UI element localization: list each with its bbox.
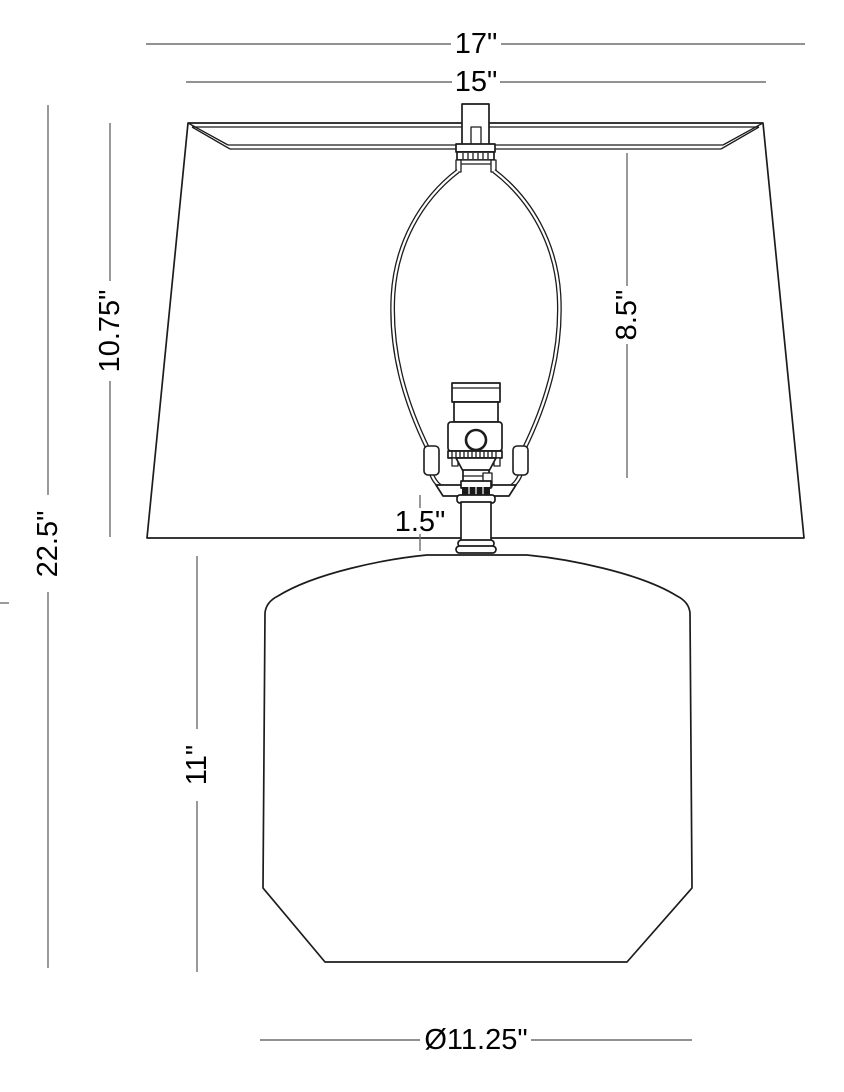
lamp-body — [262, 554, 693, 963]
body-outline — [262, 554, 693, 963]
socket-assembly — [435, 382, 517, 497]
lamp-shade — [146, 122, 805, 539]
harp-channel-bottom-bar — [456, 159, 495, 165]
harp-saddle-plate — [455, 143, 496, 153]
dim-label-shade-height: 10.75" — [94, 290, 126, 373]
inner-dimension-labels: 8.5" 1.5" — [395, 290, 643, 538]
harp-sleeve-right — [512, 445, 529, 476]
harp-sleeve-left — [423, 445, 440, 476]
shade-corner-fold-right — [720, 122, 764, 150]
finial-assembly — [455, 103, 497, 173]
socket-cap — [451, 382, 501, 403]
socket-locknut-ticks — [468, 487, 484, 495]
dim-label-neck-height: 1.5" — [395, 506, 446, 538]
neck-tube — [460, 501, 492, 543]
dim-label-shade-top-width: 15" — [455, 66, 498, 98]
harp-channel-ticks — [462, 153, 489, 159]
dim-label-base-diameter: Ø11.25" — [424, 1024, 527, 1056]
dim-label-harp-height: 8.5" — [611, 290, 643, 341]
socket-switch-knob — [464, 428, 488, 452]
dimension-labels: 17" 15" 22.5" 10.75" 11" Ø11.25" — [32, 28, 528, 1056]
shade-corner-fold-left — [187, 122, 231, 150]
dim-label-shade-bottom-width: 17" — [455, 28, 498, 60]
socket-upper-band — [453, 401, 499, 423]
dim-label-overall-height: 22.5" — [32, 511, 64, 578]
neck-flange-lower — [455, 545, 497, 554]
socket-knurl-ticks — [451, 451, 497, 458]
lamp-neck — [455, 494, 497, 554]
socket-hub-flange — [460, 480, 492, 489]
dim-label-body-height: 11" — [181, 745, 213, 785]
shade-outline — [146, 122, 805, 539]
dimension-layer — [0, 43, 805, 1041]
harp — [393, 171, 560, 489]
inner-dimension-layer — [419, 153, 628, 551]
socket-taper — [455, 457, 497, 472]
